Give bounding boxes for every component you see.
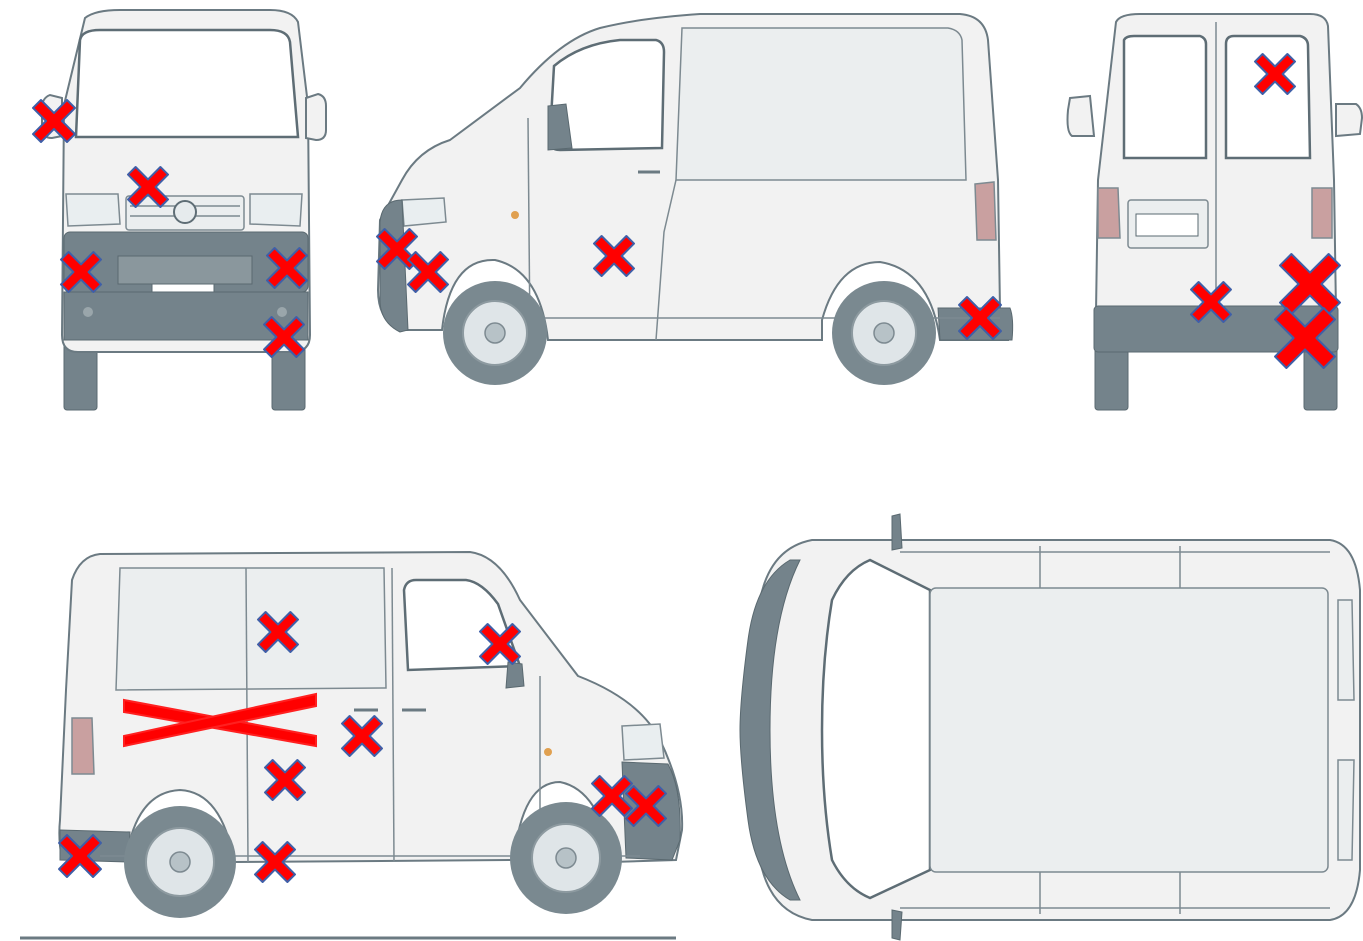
top-view <box>740 514 1360 940</box>
front-view <box>42 10 326 410</box>
right-side-view <box>378 14 1013 385</box>
